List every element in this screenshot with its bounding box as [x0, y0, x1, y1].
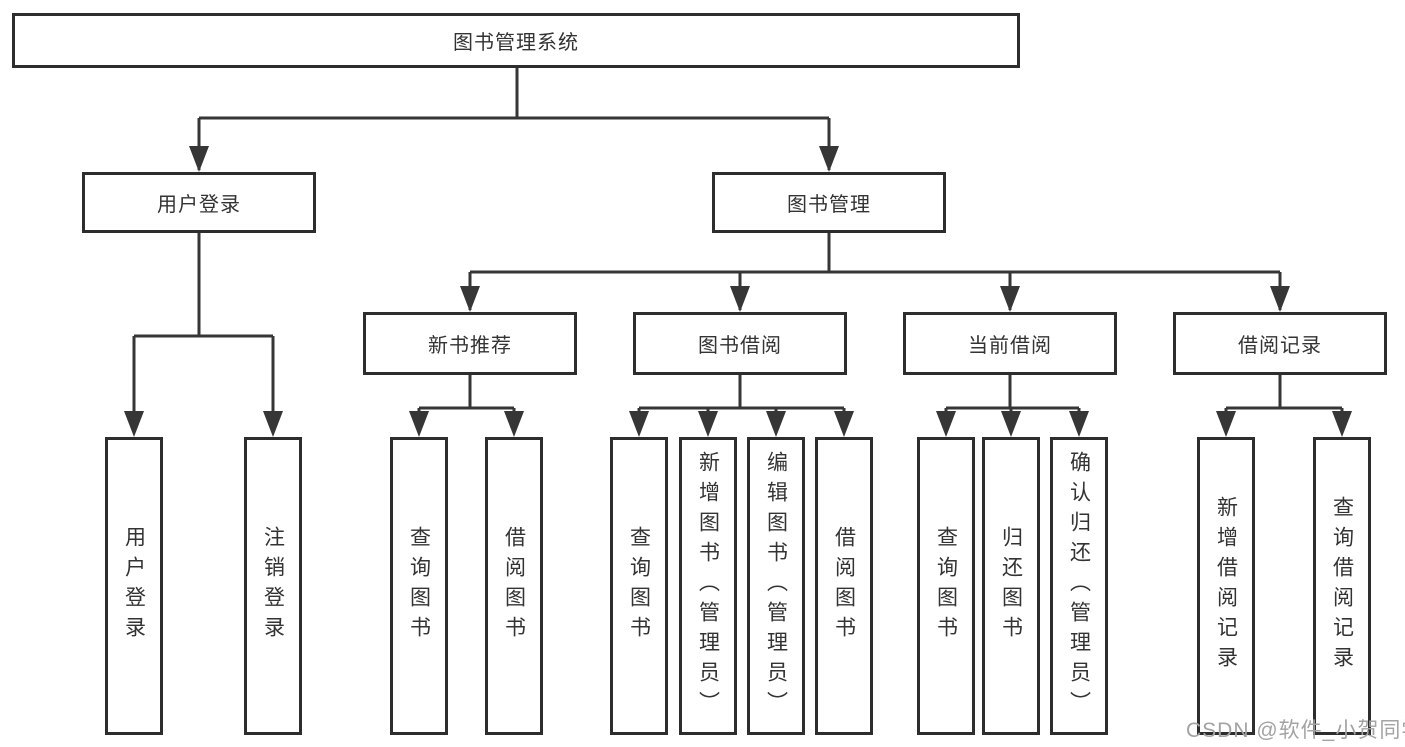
watermark: CSDN @软件_小贺同学	[1186, 719, 1405, 742]
leaf-user-login: 用户登录	[105, 437, 163, 735]
leaf-borrow-borrow-label: 借阅图书	[832, 526, 856, 646]
leaf-current-confirm-label: 确认归还（管理员）	[1067, 451, 1091, 721]
node-book-borrow-label: 图书借阅	[698, 335, 782, 357]
node-borrow-record: 借阅记录	[1173, 312, 1387, 375]
node-user-login: 用户登录	[82, 172, 316, 233]
node-borrow-record-label: 借阅记录	[1238, 335, 1322, 357]
leaf-newbook-borrow-label: 借阅图书	[502, 526, 526, 646]
leaf-current-return-label: 归还图书	[999, 526, 1023, 646]
leaf-current-return: 归还图书	[982, 437, 1040, 735]
leaf-newbook-query-label: 查询图书	[407, 526, 431, 646]
leaf-logout-label: 注销登录	[261, 526, 285, 646]
leaf-record-query-label: 查询借阅记录	[1330, 496, 1354, 676]
leaf-borrow-query: 查询图书	[610, 437, 668, 735]
node-new-book-rec-label: 新书推荐	[428, 335, 512, 357]
connector-root-to-level2	[189, 68, 839, 172]
leaf-borrow-edit-label: 编辑图书（管理员）	[764, 451, 788, 721]
leaf-record-add: 新增借阅记录	[1197, 437, 1255, 735]
node-root: 图书管理系统	[12, 13, 1020, 68]
connector-new-book-branch	[409, 375, 524, 437]
leaf-user-login-label: 用户登录	[122, 526, 146, 646]
leaf-current-query-label: 查询图书	[934, 526, 958, 646]
leaf-borrow-query-label: 查询图书	[627, 526, 651, 646]
leaf-borrow-add: 新增图书（管理员）	[679, 437, 737, 735]
node-book-mgmt: 图书管理	[712, 172, 946, 233]
leaf-borrow-borrow: 借阅图书	[815, 437, 873, 735]
node-book-borrow: 图书借阅	[633, 312, 847, 375]
leaf-borrow-add-label: 新增图书（管理员）	[696, 451, 720, 721]
node-current-borrow-label: 当前借阅	[968, 335, 1052, 357]
node-book-mgmt-label: 图书管理	[787, 194, 871, 216]
node-user-login-label: 用户登录	[157, 194, 241, 216]
node-root-label: 图书管理系统	[453, 32, 579, 54]
leaf-current-confirm: 确认归还（管理员）	[1050, 437, 1108, 735]
leaf-newbook-query: 查询图书	[390, 437, 448, 735]
connector-current-borrow-branch	[936, 375, 1089, 437]
connector-book-borrow-branch	[629, 375, 854, 437]
connector-user-login-branch	[124, 233, 283, 437]
node-new-book-rec: 新书推荐	[363, 312, 577, 375]
leaf-logout: 注销登录	[244, 437, 302, 735]
connector-borrow-record-branch	[1216, 375, 1352, 437]
connector-book-mgmt-branch	[460, 233, 1290, 312]
leaf-borrow-edit: 编辑图书（管理员）	[747, 437, 805, 735]
leaf-current-query: 查询图书	[917, 437, 975, 735]
node-current-borrow: 当前借阅	[903, 312, 1117, 375]
leaf-newbook-borrow: 借阅图书	[485, 437, 543, 735]
leaf-record-add-label: 新增借阅记录	[1214, 496, 1238, 676]
leaf-record-query: 查询借阅记录	[1313, 437, 1371, 735]
